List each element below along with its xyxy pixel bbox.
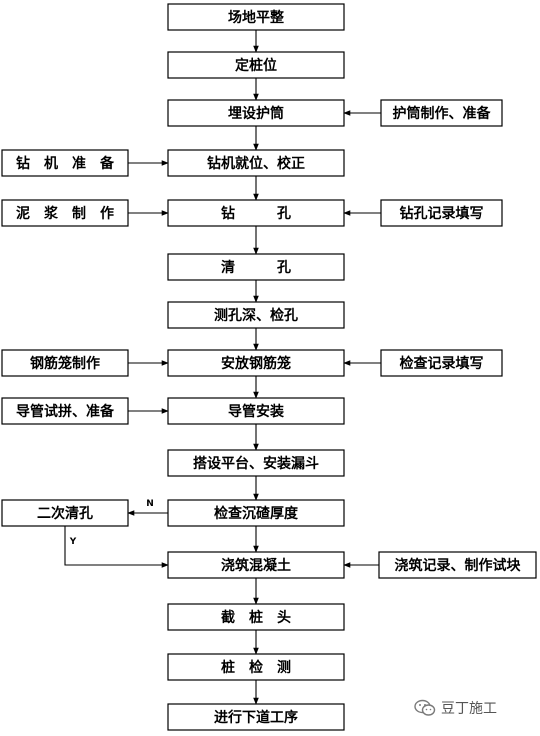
step-4-node: 钻机就位、校正 xyxy=(167,149,345,177)
step-5-node-box xyxy=(167,199,345,227)
step-15-node-box xyxy=(167,703,345,731)
step-9-node-label: 导管安装 xyxy=(228,403,285,420)
step-6-node-box xyxy=(167,253,345,281)
step-11-node-label: 检查沉碴厚度 xyxy=(214,505,299,522)
left-input-1-label: 钻 机 准 备 xyxy=(16,155,115,172)
step-15-node: 进行下道工序 xyxy=(167,703,345,731)
step-5-node: 钻 孔 xyxy=(167,199,345,227)
right-input-4: 浇筑记录、制作试块 xyxy=(378,551,537,579)
step-7-node-box xyxy=(167,301,345,329)
step-1-node: 场地平整 xyxy=(167,3,345,31)
left-input-2: 泥 浆 制 作 xyxy=(1,199,129,227)
step-2-node-label: 定桩位 xyxy=(235,57,277,74)
left-input-3-box xyxy=(1,349,129,377)
step-13-node-label: 截 桩 头 xyxy=(221,609,291,626)
step-6-node-label: 清 孔 xyxy=(221,259,291,276)
step-11-node: 检查沉碴厚度 xyxy=(167,499,345,527)
left-input-1-box xyxy=(1,149,129,177)
step-14-node: 桩 检 测 xyxy=(167,653,345,681)
step-3-node: 埋设护筒 xyxy=(167,99,345,127)
step-7-node-label: 测孔深、检孔 xyxy=(214,307,298,324)
step-11-node-box xyxy=(167,499,345,527)
left-input-4-box xyxy=(1,397,129,425)
step-4-node-label: 钻机就位、校正 xyxy=(207,155,305,172)
right-input-1: 护筒制作、准备 xyxy=(380,99,503,127)
loop-node: 二次清孔 xyxy=(1,499,129,527)
arrow-loop-yes xyxy=(64,526,169,568)
step-10-node-label: 搭设平台、安装漏斗 xyxy=(193,455,319,472)
step-8-node: 安放钢筋笼 xyxy=(167,349,345,377)
step-14-node-box xyxy=(167,653,345,681)
left-input-3: 钢筋笼制作 xyxy=(1,349,129,377)
loop-node-box xyxy=(1,499,129,527)
right-input-2-label: 钻孔记录填写 xyxy=(400,205,484,222)
step-15-node-label: 进行下道工序 xyxy=(214,709,298,726)
step-14-node-label: 桩 检 测 xyxy=(221,659,291,676)
loop-yes-label: Y xyxy=(69,537,77,547)
step-4-node-box xyxy=(167,149,345,177)
right-input-3-box xyxy=(380,349,503,377)
step-9-node: 导管安装 xyxy=(167,397,345,425)
step-13-node-box xyxy=(167,603,345,631)
step-2-node-box xyxy=(167,51,345,79)
right-input-1-box xyxy=(380,99,503,127)
loop-node-label: 二次清孔 xyxy=(37,505,93,522)
step-8-node-box xyxy=(167,349,345,377)
right-input-2-box xyxy=(380,199,503,227)
watermark-text: 豆丁施工 xyxy=(441,701,497,717)
step-8-node-label: 安放钢筋笼 xyxy=(221,355,291,372)
right-input-3: 检查记录填写 xyxy=(380,349,503,377)
right-input-3-label: 检查记录填写 xyxy=(400,355,484,372)
left-input-2-label: 泥 浆 制 作 xyxy=(16,205,114,222)
step-3-node-label: 埋设护筒 xyxy=(228,105,284,122)
step-1-node-box xyxy=(167,3,345,31)
step-12-node-label: 浇筑混凝土 xyxy=(221,557,291,574)
step-10-node-box xyxy=(167,449,345,477)
right-input-4-box xyxy=(378,551,537,579)
step-2-node: 定桩位 xyxy=(167,51,345,79)
step-6-node: 清 孔 xyxy=(167,253,345,281)
left-input-1: 钻 机 准 备 xyxy=(1,149,129,177)
step-1-node-label: 场地平整 xyxy=(228,9,285,26)
right-input-4-label: 浇筑记录、制作试块 xyxy=(395,557,522,574)
left-input-2-box xyxy=(1,199,129,227)
left-input-3-label: 钢筋笼制作 xyxy=(30,355,100,372)
wechat-icon xyxy=(414,699,436,716)
watermark: 豆丁施工 xyxy=(414,697,497,719)
flow-connectors xyxy=(64,30,381,705)
step-7-node: 测孔深、检孔 xyxy=(167,301,345,329)
right-input-1-label: 护筒制作、准备 xyxy=(393,105,492,122)
step-3-node-box xyxy=(167,99,345,127)
left-input-4-label: 导管试拼、准备 xyxy=(16,403,115,420)
loop-no-label: N xyxy=(146,499,154,509)
right-input-2: 钻孔记录填写 xyxy=(380,199,503,227)
step-5-node-label: 钻 孔 xyxy=(221,205,291,222)
step-12-node: 浇筑混凝土 xyxy=(167,551,345,579)
step-13-node: 截 桩 头 xyxy=(167,603,345,631)
left-input-4: 导管试拼、准备 xyxy=(1,397,129,425)
step-9-node-box xyxy=(167,397,345,425)
step-10-node: 搭设平台、安装漏斗 xyxy=(167,449,345,477)
step-12-node-box xyxy=(167,551,345,579)
